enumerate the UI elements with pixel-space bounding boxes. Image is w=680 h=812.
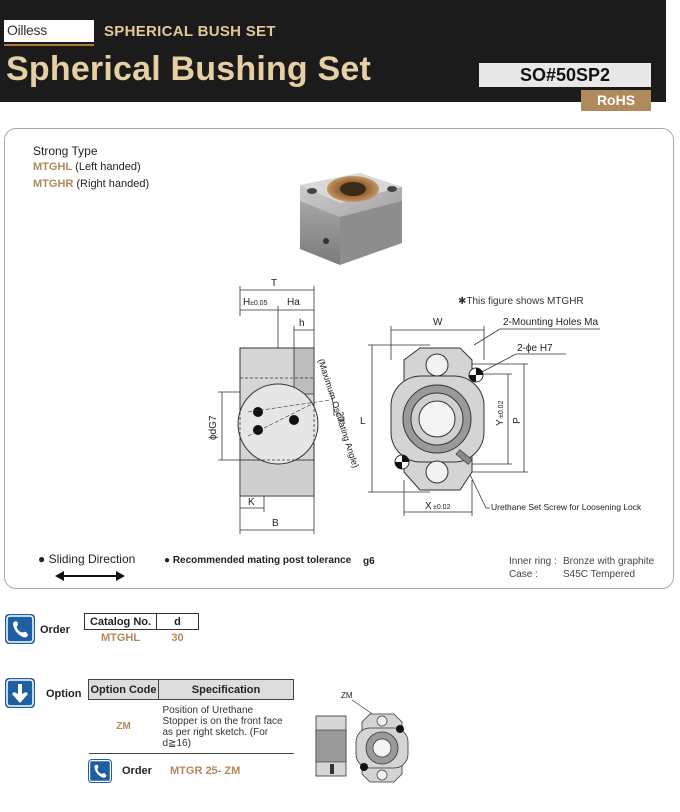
order-icon xyxy=(88,759,112,783)
option-order-label: Order xyxy=(122,765,152,777)
dim-Ha: Ha xyxy=(287,297,300,308)
product-type: Strong Type xyxy=(33,144,98,158)
order-cell-catalog: MTGHL xyxy=(100,631,141,644)
variant-left: MTGHL (Left handed) xyxy=(33,161,141,173)
figure-note: ✱This figure shows MTGHR xyxy=(458,296,584,307)
dim-dG7: ϕdG7 xyxy=(208,415,219,440)
option-header-spec: Specification xyxy=(158,679,294,700)
material-value: Bronze with graphite xyxy=(563,556,655,567)
dim-W: W xyxy=(433,317,443,328)
dim-P: P xyxy=(512,417,523,424)
table-row: MTGHL 30 xyxy=(85,630,199,646)
phone-icon xyxy=(6,615,34,643)
pin-hole-label: 2-ϕe H7 xyxy=(517,343,553,354)
model-number: SO#50SP2 xyxy=(479,63,651,87)
hand-pointer-icon xyxy=(6,679,34,707)
brand-rule xyxy=(4,44,94,46)
option-code: ZM xyxy=(88,699,159,754)
brand-logo: Oilless xyxy=(4,20,94,42)
option-order-example: MTGR 25- ZM xyxy=(170,765,241,777)
variant-left-desc: (Left handed) xyxy=(75,161,141,173)
brand-name: Oilless xyxy=(7,22,47,38)
dim-B: B xyxy=(272,518,279,529)
mating-tolerance: g6 xyxy=(363,556,375,567)
phone-icon xyxy=(89,760,111,782)
variant-right: MTGHR (Right handed) xyxy=(33,178,149,190)
dim-h: h xyxy=(299,318,305,329)
sliding-direction: ● Sliding Direction xyxy=(38,552,136,566)
mounting-holes-label: 2-Mounting Holes Ma xyxy=(503,317,598,328)
order-label: Order xyxy=(40,624,70,636)
dim-Y: Y xyxy=(495,419,506,426)
zm-label: ZM xyxy=(341,691,353,700)
category-title: SPHERICAL BUSH SET xyxy=(104,23,276,40)
rohs-badge: RoHS xyxy=(581,90,651,111)
dim-angle: 20° xyxy=(335,411,347,427)
figure-note-text: This figure shows MTGHR xyxy=(466,296,584,307)
dim-X-tol: ±0.02 xyxy=(433,504,451,511)
header-banner: Oilless SPHERICAL BUSH SET Spherical Bus… xyxy=(0,0,666,102)
product-panel xyxy=(4,128,674,589)
material-value: S45C Tempered xyxy=(563,569,636,580)
option-label: Option xyxy=(46,688,82,700)
set-screw-label: Urethane Set Screw for Loosening Lock xyxy=(491,502,642,512)
dim-T: T xyxy=(271,278,277,289)
table-row: ZM Position of Urethane Stopper is on th… xyxy=(88,699,294,754)
variant-right-desc: (Right handed) xyxy=(76,178,150,190)
order-header-catalog: Catalog No. xyxy=(84,613,157,630)
order-cell-d: 30 xyxy=(171,631,184,644)
page-title: Spherical Bushing Set xyxy=(6,50,372,88)
dim-L: L xyxy=(360,416,366,427)
option-icon xyxy=(5,678,35,708)
order-icon xyxy=(5,614,35,644)
dim-Y-tol: ±0.02 xyxy=(498,400,505,418)
material-label: Inner ring : xyxy=(509,556,557,567)
option-spec: Position of Urethane Stopper is on the f… xyxy=(158,699,294,754)
dim-H-tol: ±0.05 xyxy=(250,300,268,307)
option-table: Option Code Specification ZM Position of… xyxy=(88,679,294,754)
variant-right-code: MTGHR xyxy=(33,178,74,190)
material-case: Case : S45C Tempered xyxy=(509,569,635,580)
dim-H: H xyxy=(243,297,250,308)
option-header-code: Option Code xyxy=(88,679,159,700)
variant-left-code: MTGHL xyxy=(33,161,73,173)
dim-K: K xyxy=(248,497,255,508)
sliding-direction-label: Sliding Direction xyxy=(48,552,136,566)
material-label: Case : xyxy=(509,569,538,580)
mating-note: ● Recommended mating post tolerance xyxy=(164,555,352,566)
product-photo xyxy=(300,173,402,265)
order-table: Catalog No. d MTGHL 30 xyxy=(84,613,199,646)
dim-X: X xyxy=(425,501,432,512)
order-header-d: d xyxy=(156,613,199,630)
double-arrow-icon xyxy=(55,571,125,581)
material-inner-ring: Inner ring : Bronze with graphite xyxy=(509,556,654,567)
mating-note-label: Recommended mating post tolerance xyxy=(172,555,352,566)
